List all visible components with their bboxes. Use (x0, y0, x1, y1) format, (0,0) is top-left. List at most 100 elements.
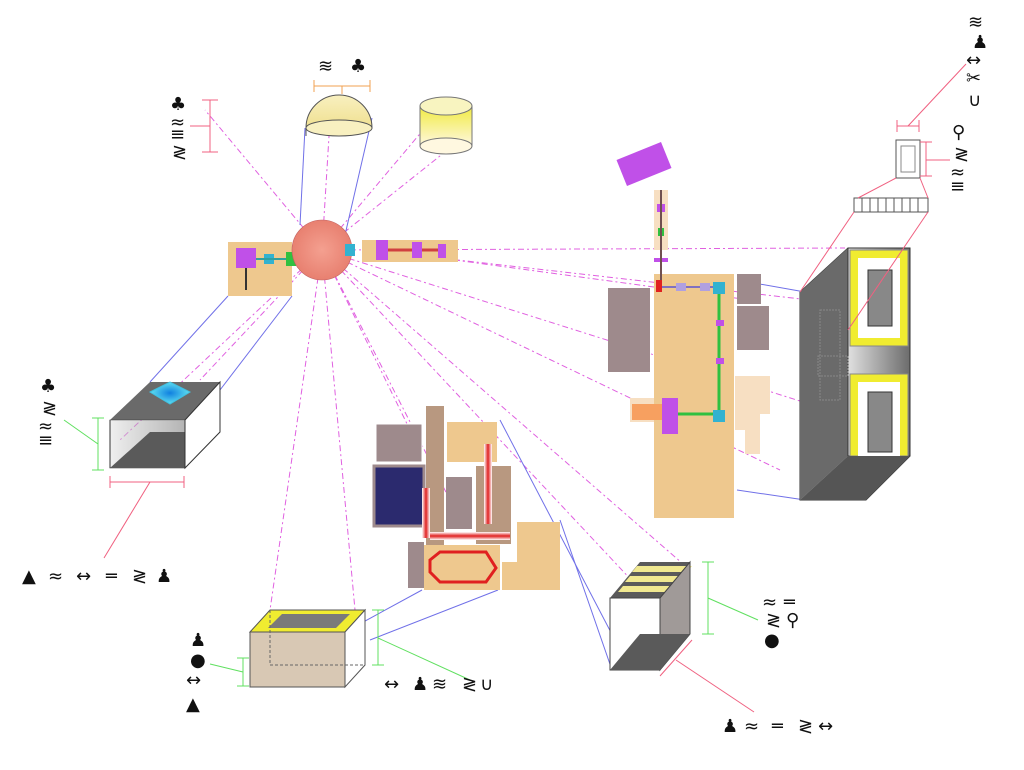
wave-icon: ≈ (744, 716, 759, 737)
sight-line (204, 109, 323, 251)
pawn-icon: ♟ (412, 674, 428, 695)
projection-line (299, 127, 306, 226)
drop-icon: ● (764, 630, 780, 651)
pipe (430, 532, 510, 540)
barbell-icon: ↔ (966, 50, 981, 71)
purple-block (616, 142, 672, 186)
magnifier-icon: ⚲ (952, 122, 965, 143)
legend-bottom-right-col: ≈ ═ ≷ ⚲ ● (762, 592, 799, 651)
wave-icon: ≈ (762, 592, 777, 613)
room (372, 464, 426, 528)
room (476, 466, 511, 544)
loop-pipe (428, 550, 498, 584)
tray-box (248, 608, 367, 689)
equal-icon: ═ (771, 716, 784, 737)
green-block (286, 252, 296, 266)
sight-line (321, 249, 356, 611)
legend-left-bottom-row: ▲ ≈ ↔ ═ ≷ ♟ (22, 566, 172, 587)
legend-right-mid: ⚲ ≷ ≈ ≡ (950, 122, 969, 197)
room (737, 274, 761, 304)
tree-icon: ♣ (350, 56, 366, 77)
central-floorplan (372, 406, 560, 590)
drop-icon: ● (190, 650, 206, 671)
pool (148, 381, 192, 405)
hub-circle (291, 219, 353, 281)
room (446, 477, 472, 529)
shelf-object (853, 139, 929, 213)
wave-icon: ≈ (38, 416, 53, 437)
equal-icon: ≡ (950, 176, 965, 197)
projection-line (344, 117, 373, 236)
legend-bottom-left-row: ↔ ♟ ≋ ≷ ∪ (384, 674, 493, 695)
sight-line (439, 257, 751, 301)
zigzag-icon: ≷ (798, 716, 813, 737)
equal-icon: ═ (105, 566, 118, 587)
purple-block (438, 244, 446, 258)
room (426, 406, 444, 546)
tray-side (344, 608, 366, 689)
projection-line (219, 295, 293, 391)
annex (735, 376, 770, 454)
pawn-icon: ♟ (722, 716, 738, 737)
sight-line (321, 249, 691, 571)
tree-icon: ♣ (170, 94, 186, 115)
barbell-icon: ↔ (76, 566, 91, 587)
barbell-icon: ↔ (186, 670, 201, 691)
tray-inner (268, 614, 350, 628)
horseshoe-icon: ∪ (968, 90, 981, 111)
projection-line (369, 589, 499, 641)
left-room-box (109, 380, 221, 470)
sight-line (321, 249, 861, 421)
right-building (799, 247, 911, 501)
projection-line (149, 295, 229, 383)
equal-icon: ≡ (38, 430, 53, 451)
zigzag-icon: ≷ (42, 398, 57, 419)
main-hall (654, 274, 734, 518)
tree-icon: ♣ (40, 376, 56, 397)
magnifier-icon: ⚲ (786, 610, 799, 631)
dimension-lines (63, 63, 967, 713)
slat-box (609, 560, 692, 672)
horseshoe-icon: ∪ (480, 674, 493, 695)
legend-bottom-left-col: ♟ ● ↔ ▲ (186, 630, 206, 715)
right-floorplan (608, 142, 770, 518)
pawn-icon: ♟ (190, 630, 206, 651)
pipe (422, 488, 430, 538)
dome-base (305, 119, 373, 137)
equal-icon: ═ (783, 592, 796, 613)
zigzag-icon: ≷ (954, 144, 969, 165)
pawn-icon: ♟ (972, 32, 988, 53)
room (408, 542, 424, 588)
swimmer-icon: ✂ (966, 68, 981, 89)
mound-icon: ▲ (22, 566, 36, 587)
projection-line (559, 519, 613, 671)
pawn-icon: ♟ (156, 566, 172, 587)
projection-line (736, 489, 806, 501)
cyan-block (345, 244, 355, 256)
barbell-icon: ↔ (384, 674, 399, 695)
sight-line (269, 249, 323, 611)
room (375, 423, 423, 463)
building-side (800, 248, 848, 500)
mound-icon: ▲ (186, 694, 200, 715)
legend-left-mid: ♣ ≷ ≈ ≡ (38, 376, 57, 451)
wave-icon: ≈ (170, 112, 185, 133)
zigzag-icon: ≷ (462, 674, 477, 695)
sight-line (321, 249, 411, 431)
slat-floor (610, 634, 690, 670)
dome-object (305, 94, 373, 137)
zigzag-icon: ≷ (172, 142, 187, 163)
room (608, 288, 650, 372)
equal-icon: ≡ (170, 124, 185, 145)
dome-top (305, 94, 373, 129)
barbell-icon: ↔ (818, 716, 833, 737)
projection-lines (149, 117, 806, 671)
cylinder-bottom (419, 137, 473, 155)
tray-front (249, 631, 346, 688)
sight-line (321, 119, 331, 251)
purple-block (412, 242, 422, 258)
zigzag-icon: ≷ (132, 566, 147, 587)
purple-block (376, 240, 388, 260)
